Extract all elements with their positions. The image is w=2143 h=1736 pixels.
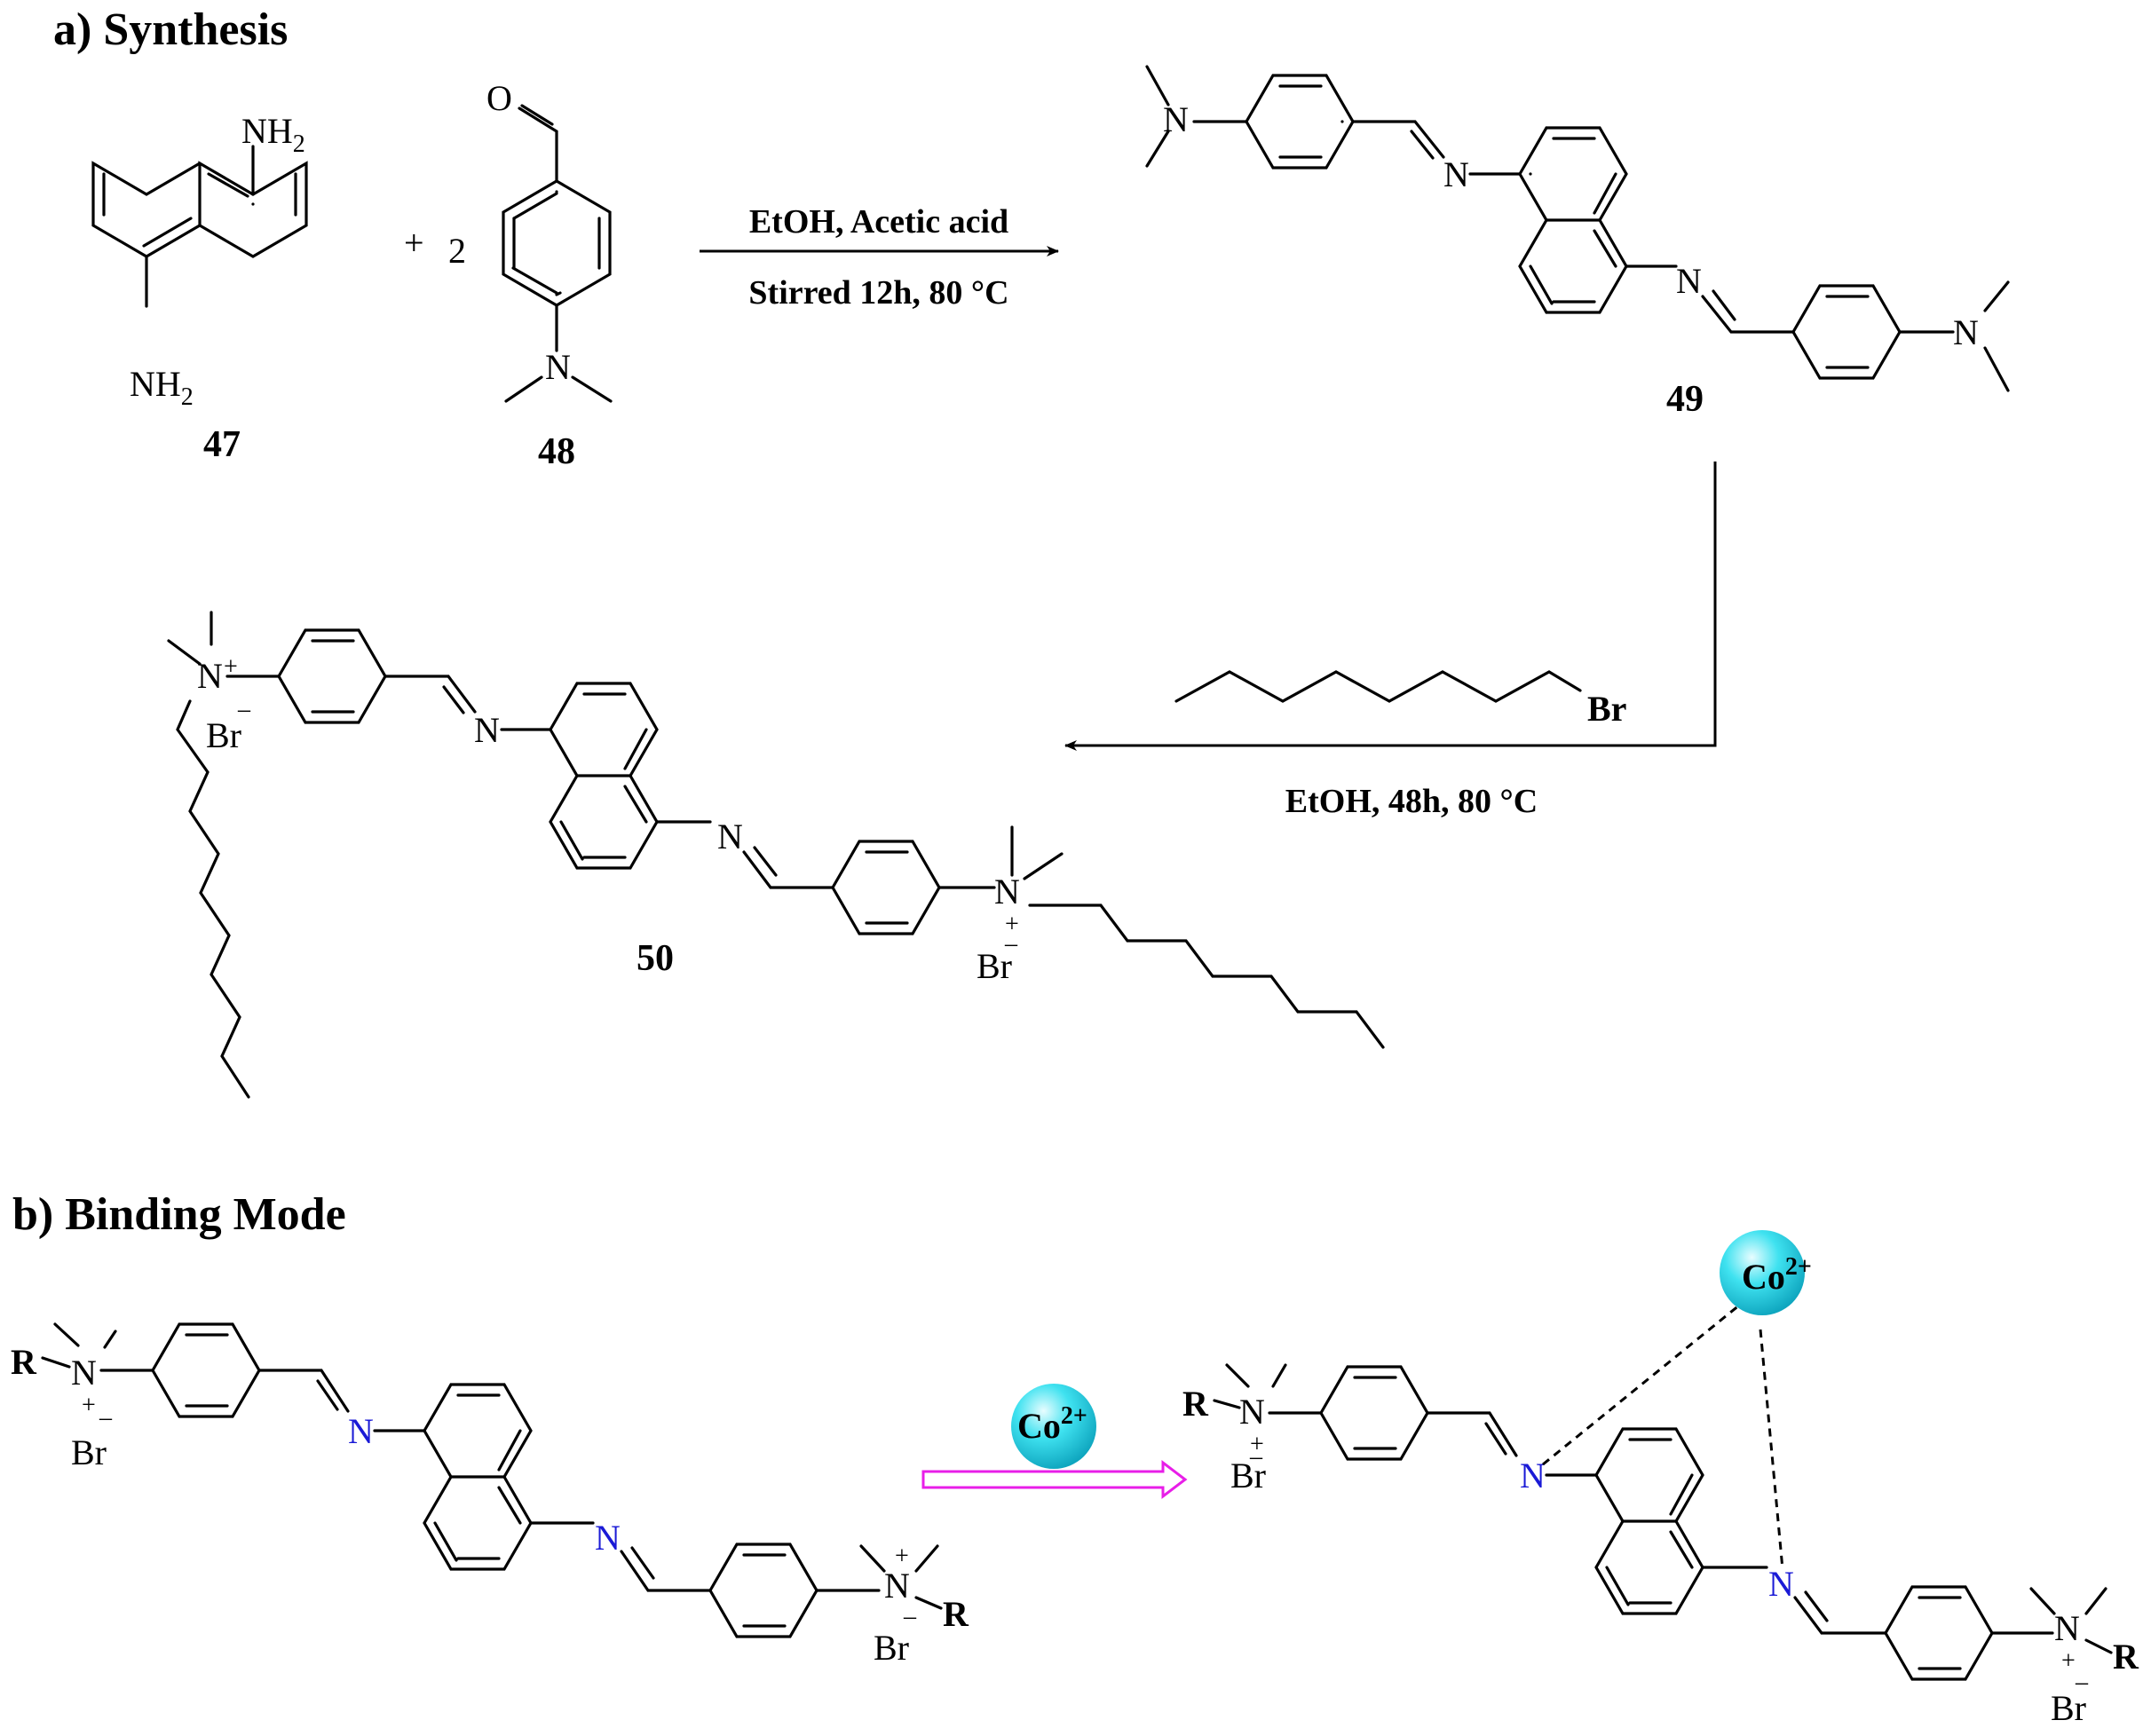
atom-n-free-imine2: N	[595, 1518, 621, 1558]
atom-n-50-imine1: N	[474, 710, 500, 750]
molecule-48: O N	[486, 78, 613, 403]
atom-br-reagent: Br	[1587, 689, 1626, 729]
charge-minus-free-right: –	[903, 1603, 917, 1630]
atom-n-complex-imine1: N	[1520, 1456, 1546, 1495]
atom-nh2-bottom: NH2	[130, 364, 194, 411]
counterion-br-50-right: Br	[977, 946, 1012, 986]
compound-label-49: 49	[1666, 379, 1704, 420]
binding-arrow	[921, 1459, 1188, 1500]
atom-n-50-left: N	[197, 656, 223, 696]
co-ion-complex: Co2+	[1720, 1230, 1812, 1315]
compound-label-47: 47	[203, 424, 241, 465]
atom-n-49-imine2: N	[1676, 261, 1702, 301]
molecule-49: N N N N	[1145, 65, 2010, 392]
octyl-bromide-reagent: Br	[1174, 670, 1626, 729]
charge-plus-50-right: +	[1005, 911, 1019, 938]
compound-label-50: 50	[637, 938, 674, 979]
molecule-47: NH2 NH2	[91, 111, 308, 411]
atom-n-complex-left: N	[1239, 1392, 1265, 1432]
atom-n-free-left: N	[71, 1353, 97, 1393]
plus-sign: +	[404, 223, 424, 263]
atom-n-free-imine1: N	[348, 1411, 374, 1451]
molecule-50: N + – Br N N N + – Br	[167, 611, 1385, 1099]
atom-n-50-imine2: N	[717, 817, 743, 856]
sphere-icon	[1720, 1230, 1805, 1315]
co-label-complex: Co2+	[1742, 1253, 1812, 1297]
r-group-right-complex: R	[2113, 1637, 2139, 1677]
atom-n-free-right: N	[884, 1566, 910, 1606]
counterion-br-complex-right: Br	[2051, 1688, 2086, 1728]
atom-n-49-right: N	[1953, 312, 1979, 352]
charge-plus-complex-right: +	[2061, 1647, 2076, 1675]
r-group-right-free: R	[943, 1594, 969, 1634]
atom-n-49-imine1: N	[1443, 154, 1469, 194]
atom-n-49-left: N	[1163, 99, 1189, 139]
equivalents-label: 2	[448, 231, 466, 271]
r-group-left-complex: R	[1182, 1384, 1209, 1424]
charge-minus-50-left: –	[237, 696, 251, 723]
reaction-arrow-2	[1064, 462, 1717, 751]
section-title-binding-mode: b) Binding Mode	[12, 1189, 346, 1240]
ligand-free: R N + – Br N N N + – Br R	[11, 1322, 969, 1668]
sphere-icon	[1011, 1384, 1096, 1469]
coordination-bond-2	[1759, 1329, 1784, 1570]
atom-nh2-top: NH2	[241, 111, 305, 158]
charge-plus-complex-left: +	[1250, 1431, 1264, 1458]
charge-plus-free-right: +	[895, 1543, 909, 1570]
charge-minus-50-right: –	[1004, 930, 1018, 958]
co-label-reagent: Co2+	[1017, 1402, 1087, 1446]
charge-minus-complex-right: –	[2075, 1669, 2089, 1696]
conditions-1-bottom: Stirred 12h, 80 °C	[748, 274, 1008, 312]
counterion-br-free-right: Br	[874, 1628, 909, 1668]
charge-plus-free-left: +	[82, 1392, 96, 1419]
atom-n-complex-imine2: N	[1768, 1564, 1794, 1604]
atom-n-50-right: N	[994, 872, 1020, 911]
counterion-br-free-left: Br	[71, 1432, 107, 1472]
atom-o-aldehyde: O	[486, 78, 512, 118]
conditions-2: EtOH, 48h, 80 °C	[1285, 783, 1538, 820]
counterion-br-complex-left: Br	[1230, 1456, 1266, 1495]
charge-plus-50-left: +	[224, 653, 238, 681]
charge-minus-free-left: –	[99, 1404, 113, 1432]
charge-minus-complex-left: –	[1249, 1443, 1263, 1471]
atom-n-complex-right: N	[2054, 1608, 2080, 1648]
ligand-complex: R N + – Br N N N + – Br R	[1182, 1363, 2139, 1728]
r-group-left-free: R	[11, 1342, 37, 1382]
co-ion-reagent: Co2+	[1011, 1384, 1096, 1469]
compound-label-48: 48	[538, 431, 575, 472]
conditions-1-top: EtOH, Acetic acid	[749, 203, 1008, 241]
atom-n-48: N	[545, 347, 571, 387]
section-title-synthesis: a) Synthesis	[53, 4, 288, 55]
hollow-arrow-icon	[921, 1459, 1188, 1500]
counterion-br-50-left: Br	[206, 715, 241, 755]
